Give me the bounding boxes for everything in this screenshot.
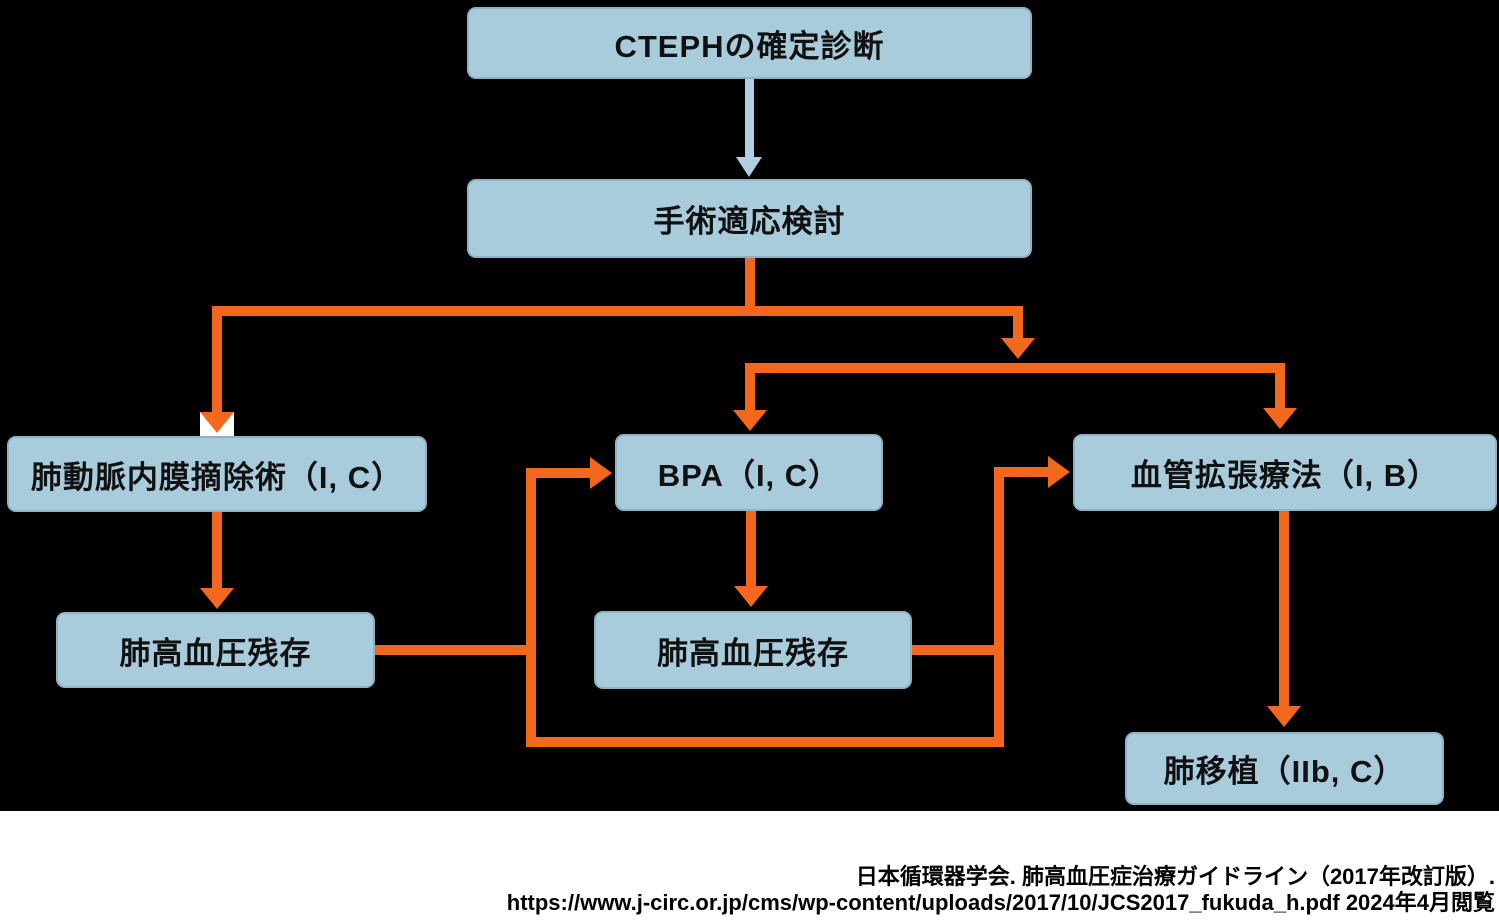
arrowhead-to-vasodilator bbox=[1263, 408, 1297, 429]
node-bpa: BPA（I, C） bbox=[615, 434, 883, 511]
citation-line2: https://www.j-circ.or.jp/cms/wp-content/… bbox=[506, 890, 1495, 915]
connector-branch1-to-branch2 bbox=[1013, 306, 1023, 338]
connector-feedback-into-vasodilator bbox=[994, 467, 1048, 477]
connector-pea-to-residual bbox=[212, 512, 222, 588]
arrowhead-into-bpa bbox=[590, 457, 612, 489]
node-surgical-indication: 手術適応検討 bbox=[467, 179, 1032, 258]
node-pulmonary-endarterectomy: 肺動脈内膜摘除術（I, C） bbox=[7, 436, 427, 512]
arrowhead-pea-to-residual bbox=[200, 588, 234, 609]
connector-feedback-left-vertical bbox=[526, 468, 536, 747]
arrowhead-to-bpa bbox=[733, 410, 767, 431]
connector-cteph-to-surgery bbox=[745, 79, 754, 158]
connector-to-pea bbox=[212, 306, 222, 412]
node-lung-transplant: 肺移植（IIb, C） bbox=[1125, 732, 1444, 805]
connector-feedback-into-bpa bbox=[526, 468, 590, 478]
connector-feedback-right-vertical bbox=[994, 467, 1004, 747]
connector-residual-left-out bbox=[375, 645, 536, 655]
arrowhead-to-branch2 bbox=[1001, 338, 1035, 359]
node-residual-ph-left: 肺高血圧残存 bbox=[56, 612, 375, 688]
citation-line1: 日本循環器学会. 肺高血圧症治療ガイドライン（2017年改訂版）. bbox=[855, 864, 1495, 889]
node-residual-ph-mid: 肺高血圧残存 bbox=[594, 611, 912, 689]
arrowhead-vasodilator-to-transplant bbox=[1267, 706, 1301, 727]
arrowhead-into-vasodilator bbox=[1048, 456, 1070, 488]
connector-branch2-horizontal bbox=[745, 363, 1285, 373]
connector-vasodilator-to-transplant bbox=[1279, 510, 1289, 706]
arrowhead-to-pea bbox=[200, 412, 234, 433]
node-vasodilator-therapy: 血管拡張療法（I, B） bbox=[1073, 434, 1497, 511]
node-cteph-diagnosis: CTEPHの確定診断 bbox=[467, 7, 1032, 79]
arrowhead-bpa-to-residual bbox=[734, 586, 768, 607]
connector-to-bpa bbox=[745, 363, 755, 410]
connector-branch1-horizontal bbox=[212, 306, 1023, 316]
connector-to-vasodilator bbox=[1275, 363, 1285, 408]
citation: 日本循環器学会. 肺高血圧症治療ガイドライン（2017年改訂版）. https:… bbox=[507, 864, 1495, 916]
connector-feedback-bottom bbox=[526, 737, 1004, 747]
arrowhead-cteph-to-surgery bbox=[736, 157, 762, 177]
connector-residual-mid-out bbox=[912, 645, 1004, 655]
connector-bpa-to-residual bbox=[746, 510, 756, 586]
connector-surgery-down bbox=[745, 258, 755, 316]
footer-background bbox=[0, 811, 1499, 922]
